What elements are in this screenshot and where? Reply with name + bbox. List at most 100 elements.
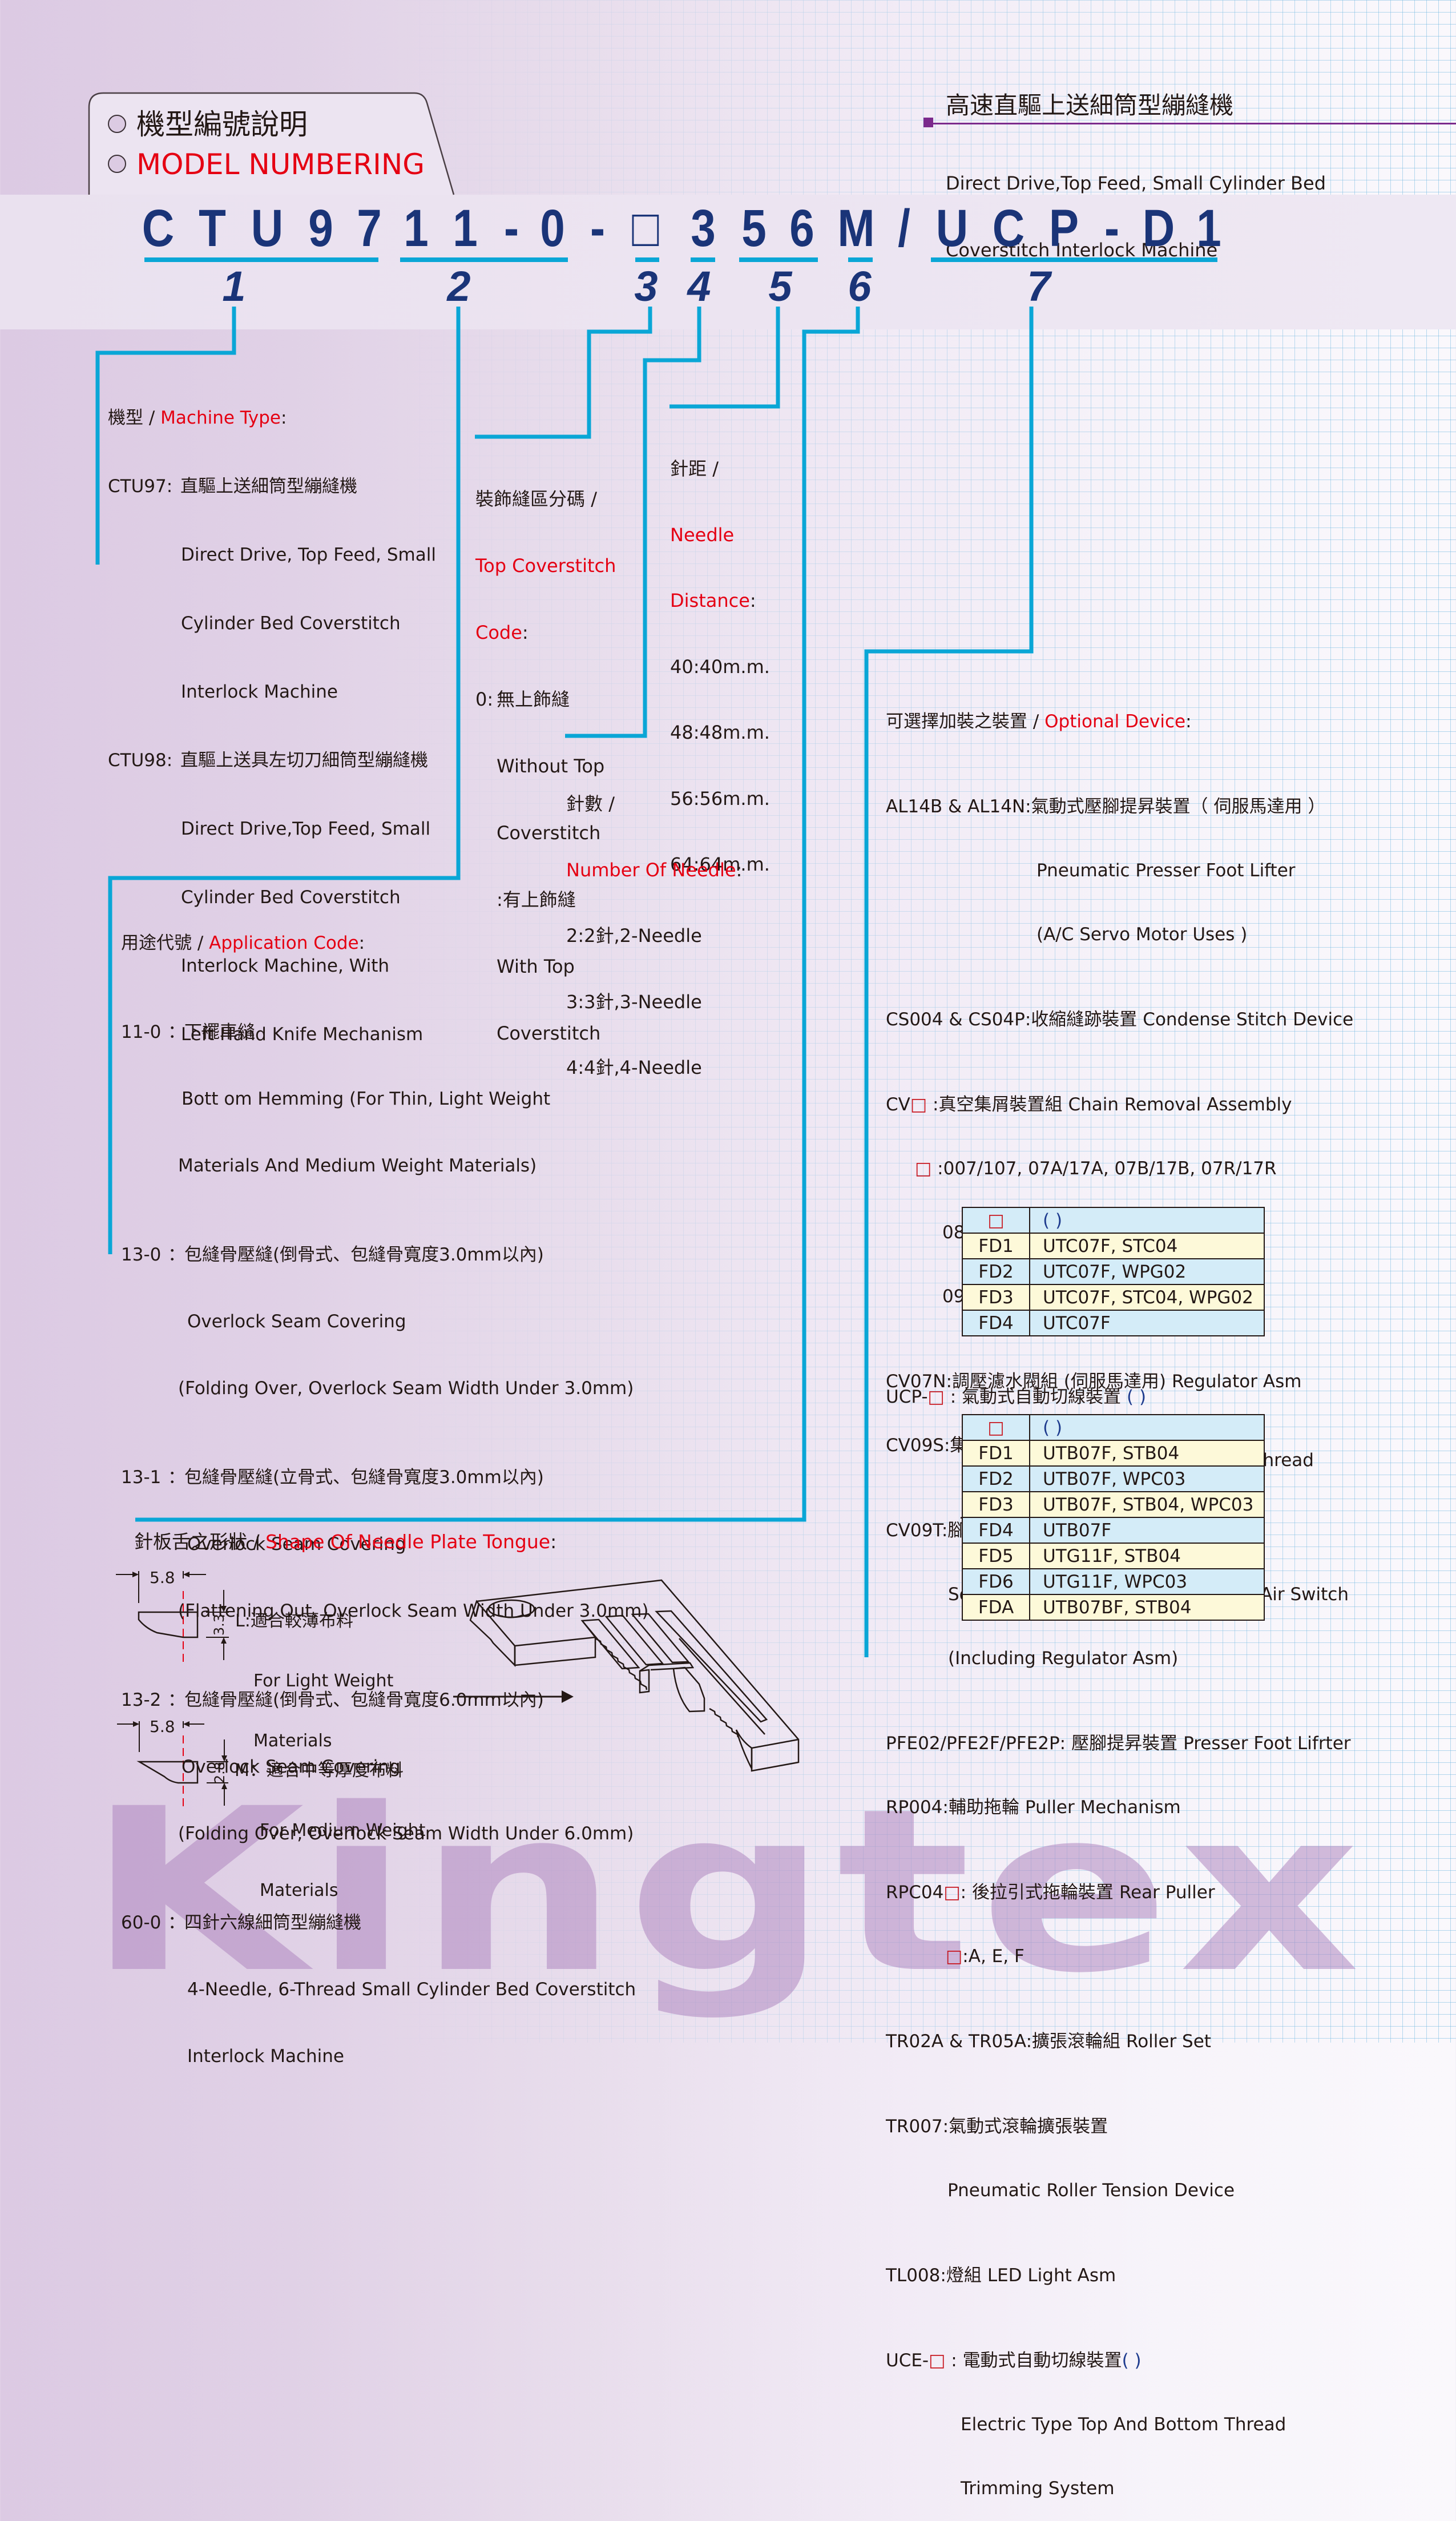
heading-colon: : [280, 408, 287, 428]
item-en-line: (Folding Over, Overlock Seam Width Under… [178, 1378, 634, 1399]
list-item: 48:48m.m. [670, 722, 770, 743]
variant-box-icon: □ [987, 1417, 1005, 1438]
model-code-char: 3 [691, 199, 716, 257]
list-item: 64:64m.m. [670, 853, 770, 875]
option-item: UCP-□ : 氣動式自動切線裝置( ) [886, 1387, 1314, 1408]
item-sep: : [927, 1094, 939, 1115]
item-code: 11-0 [121, 1022, 162, 1042]
item-en-line: (Including Regulator Asm) [948, 1648, 1179, 1669]
tongue-zh: 適合中等厚度布料 [266, 1761, 404, 1781]
item-en-line: Interlock Machine [181, 682, 338, 702]
item-en: LED Light Asm [987, 2265, 1116, 2286]
title-tab [88, 92, 455, 195]
list-item: 3:3針,3-Needle [566, 990, 702, 1013]
item-en-line: Direct Drive,Top Feed, Small [181, 819, 431, 839]
item-sep: ： [168, 1245, 185, 1265]
variant-values: :A, E, F [962, 1946, 1025, 1967]
paren-label: ( ) [1043, 1417, 1063, 1438]
item-zh: 燈組 [946, 2265, 982, 2286]
code-underline-1 [144, 257, 378, 262]
table-cell-code: FDA [962, 1594, 1030, 1621]
table-header-row: □ ( ) [962, 1414, 1265, 1441]
item-code: UCP- [886, 1386, 928, 1407]
item-en-line: Trimming System [961, 2478, 1115, 2499]
table-cell-value: UTB07BF, STB04 [1029, 1594, 1265, 1621]
connector-line-3 [475, 307, 652, 439]
item-en-line: Left Hand Knife Mechanism [181, 1024, 424, 1045]
heading-zh: 用途代號 [121, 933, 192, 953]
model-code-char: U [251, 199, 284, 257]
bullet-circle-icon [108, 155, 126, 173]
table-cell-value: UTC07F, STC04, WPG02 [1029, 1284, 1265, 1311]
item-code: CV [886, 1094, 910, 1115]
item-zh: 調壓濾水閥組 (伺服馬達用) [951, 1371, 1166, 1392]
item-code: TL008: [886, 2265, 946, 2286]
tongue-en-line: Materials [253, 1731, 332, 1751]
width-dimension-label: 5.8 [150, 1717, 175, 1736]
item-zh: 氣動式滾輪擴張裝置 [949, 2116, 1108, 2137]
table-cell-value: UTC07F, STC04 [1029, 1233, 1265, 1259]
item-zh: 四針六線細筒型繃縫機 [184, 1912, 361, 1933]
heading-sep: / [603, 793, 615, 815]
tongue-code: L: [235, 1611, 251, 1631]
model-code-char: 1 [404, 199, 429, 257]
tongue-zh: 適合較薄布料 [250, 1611, 353, 1631]
segment-number-6: 6 [848, 263, 872, 310]
heading-colon: : [522, 622, 529, 643]
item-en-line: Pneumatic Roller Tension Device [947, 2180, 1235, 2201]
table-header-cell: ( ) [1029, 1207, 1265, 1234]
option-item: CV07N:調壓濾水閥組 (伺服馬達用)Regulator Asm [886, 1371, 1353, 1392]
item-en: Rear Puller [1119, 1882, 1215, 1903]
table-cell-code: FD1 [962, 1233, 1030, 1259]
heading-sep: / [247, 1531, 266, 1553]
item-code: CV09T: [886, 1520, 948, 1541]
table-cell-value: UTG11F, STB04 [1029, 1543, 1265, 1569]
item-zh: 包縫骨壓縫(立骨式、包縫骨寬度3.0mm以內) [184, 1467, 544, 1488]
option-item: TR007:氣動式滾輪擴張裝置 [886, 2116, 1353, 2137]
item-code: 60-0 [121, 1912, 162, 1933]
item-en-line: Overlock Seam Covering [182, 1757, 401, 1777]
thickness-dimension-label: 3.3 [211, 1614, 227, 1636]
variant-line: □:A, E, F [886, 1946, 1353, 1967]
item-code: CS004 & CS04P: [886, 1009, 1031, 1030]
section-heading: 針數 / [566, 793, 742, 815]
item-code: 13-2 [121, 1690, 162, 1710]
tongue-profile-M-diagram: 5.8 2.8 [117, 1717, 228, 1808]
width-dimension-label: 5.8 [150, 1568, 175, 1587]
section-heading: 針距 / [670, 458, 770, 480]
background-grid [0, 0, 1456, 2043]
model-code-char: C [142, 199, 175, 257]
item-en-line: Overlock Seam Covering [187, 1311, 406, 1332]
item-en-line: Without Top [497, 755, 605, 777]
heading-zh: 針板舌之形狀 [134, 1531, 247, 1553]
variant-box-icon: □ [910, 1094, 927, 1115]
heading-en: Distance [670, 590, 750, 611]
option-item: AL14B & AL14N:氣動式壓腳提昇裝置（ 伺服馬達用 ） [886, 796, 1353, 817]
model-code-char: 1 [453, 199, 478, 257]
list-item: 13-1：包縫骨壓縫(立骨式、包縫骨寬度3.0mm以內) [121, 1467, 648, 1489]
heading-zh: 裝飾縫區分碼 [475, 488, 586, 510]
thickness-dimension-label: 2.8 [212, 1762, 228, 1783]
heading-en: Machine Type [160, 408, 281, 428]
heading-sep: / [707, 458, 719, 480]
variant-box-icon: □ [946, 1946, 963, 1967]
heading-zh: 可選擇加裝之裝置 [886, 711, 1027, 732]
model-code-char: 5 [741, 199, 767, 257]
tongue-en-line: Materials [260, 1880, 338, 1900]
variant-sep: : [931, 1158, 943, 1179]
item-sep: ： [168, 1022, 185, 1042]
table-cell-code: FD4 [962, 1517, 1030, 1544]
item-zh: 擴張滾輪組 [1032, 2031, 1121, 2052]
heading-en: Application Code [209, 933, 359, 953]
code-underline-4 [691, 257, 715, 262]
tongue-profile-L-diagram: 5.8 3.3 [116, 1568, 229, 1664]
table-cell-code: FD1 [962, 1440, 1030, 1467]
heading-colon: : [550, 1531, 557, 1553]
list-item: CTU98:直驅上送具左切刀細筒型繃縫機 [108, 749, 436, 772]
page-title-zh: 機型編號說明 [136, 108, 308, 141]
item-en: Presser Foot Lifrter [1183, 1733, 1351, 1754]
